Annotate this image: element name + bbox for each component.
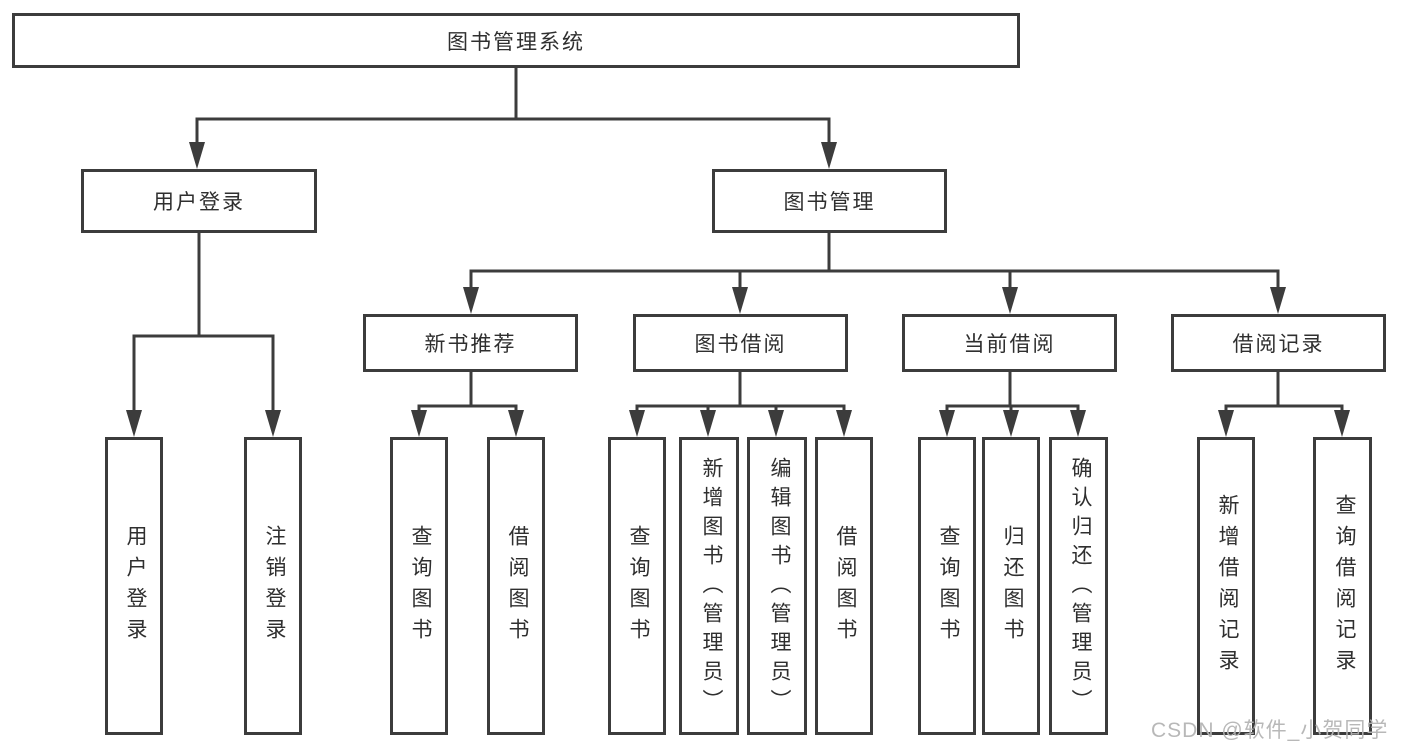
- leaf-confirm-return-admin: 确认归还（管理员）: [1049, 437, 1108, 735]
- leaf-query-borrow-record: 查询借阅记录: [1313, 437, 1372, 735]
- leaf-query-books-borrow: 查询图书: [608, 437, 666, 735]
- node-borrowing-records: 借阅记录: [1171, 314, 1386, 372]
- leaf-query-books-recommend: 查询图书: [390, 437, 448, 735]
- leaf-add-borrow-record: 新增借阅记录: [1197, 437, 1255, 735]
- leaf-query-books-current: 查询图书: [918, 437, 976, 735]
- node-new-book-recommendation: 新书推荐: [363, 314, 578, 372]
- leaf-add-books-admin: 新增图书（管理员）: [679, 437, 739, 735]
- node-current-borrowing: 当前借阅: [902, 314, 1117, 372]
- leaf-user-login: 用户登录: [105, 437, 163, 735]
- leaf-logout: 注销登录: [244, 437, 302, 735]
- node-library-system: 图书管理系统: [12, 13, 1020, 68]
- leaf-borrow-books-recommend: 借阅图书: [487, 437, 545, 735]
- csdn-watermark: CSDN @软件_小贺同学: [1151, 719, 1389, 742]
- node-book-borrowing: 图书借阅: [633, 314, 848, 372]
- leaf-edit-books-admin: 编辑图书（管理员）: [747, 437, 807, 735]
- leaf-return-books: 归还图书: [982, 437, 1040, 735]
- leaf-borrow-books: 借阅图书: [815, 437, 873, 735]
- node-book-management-branch: 图书管理: [712, 169, 947, 233]
- node-user-login-branch: 用户登录: [81, 169, 317, 233]
